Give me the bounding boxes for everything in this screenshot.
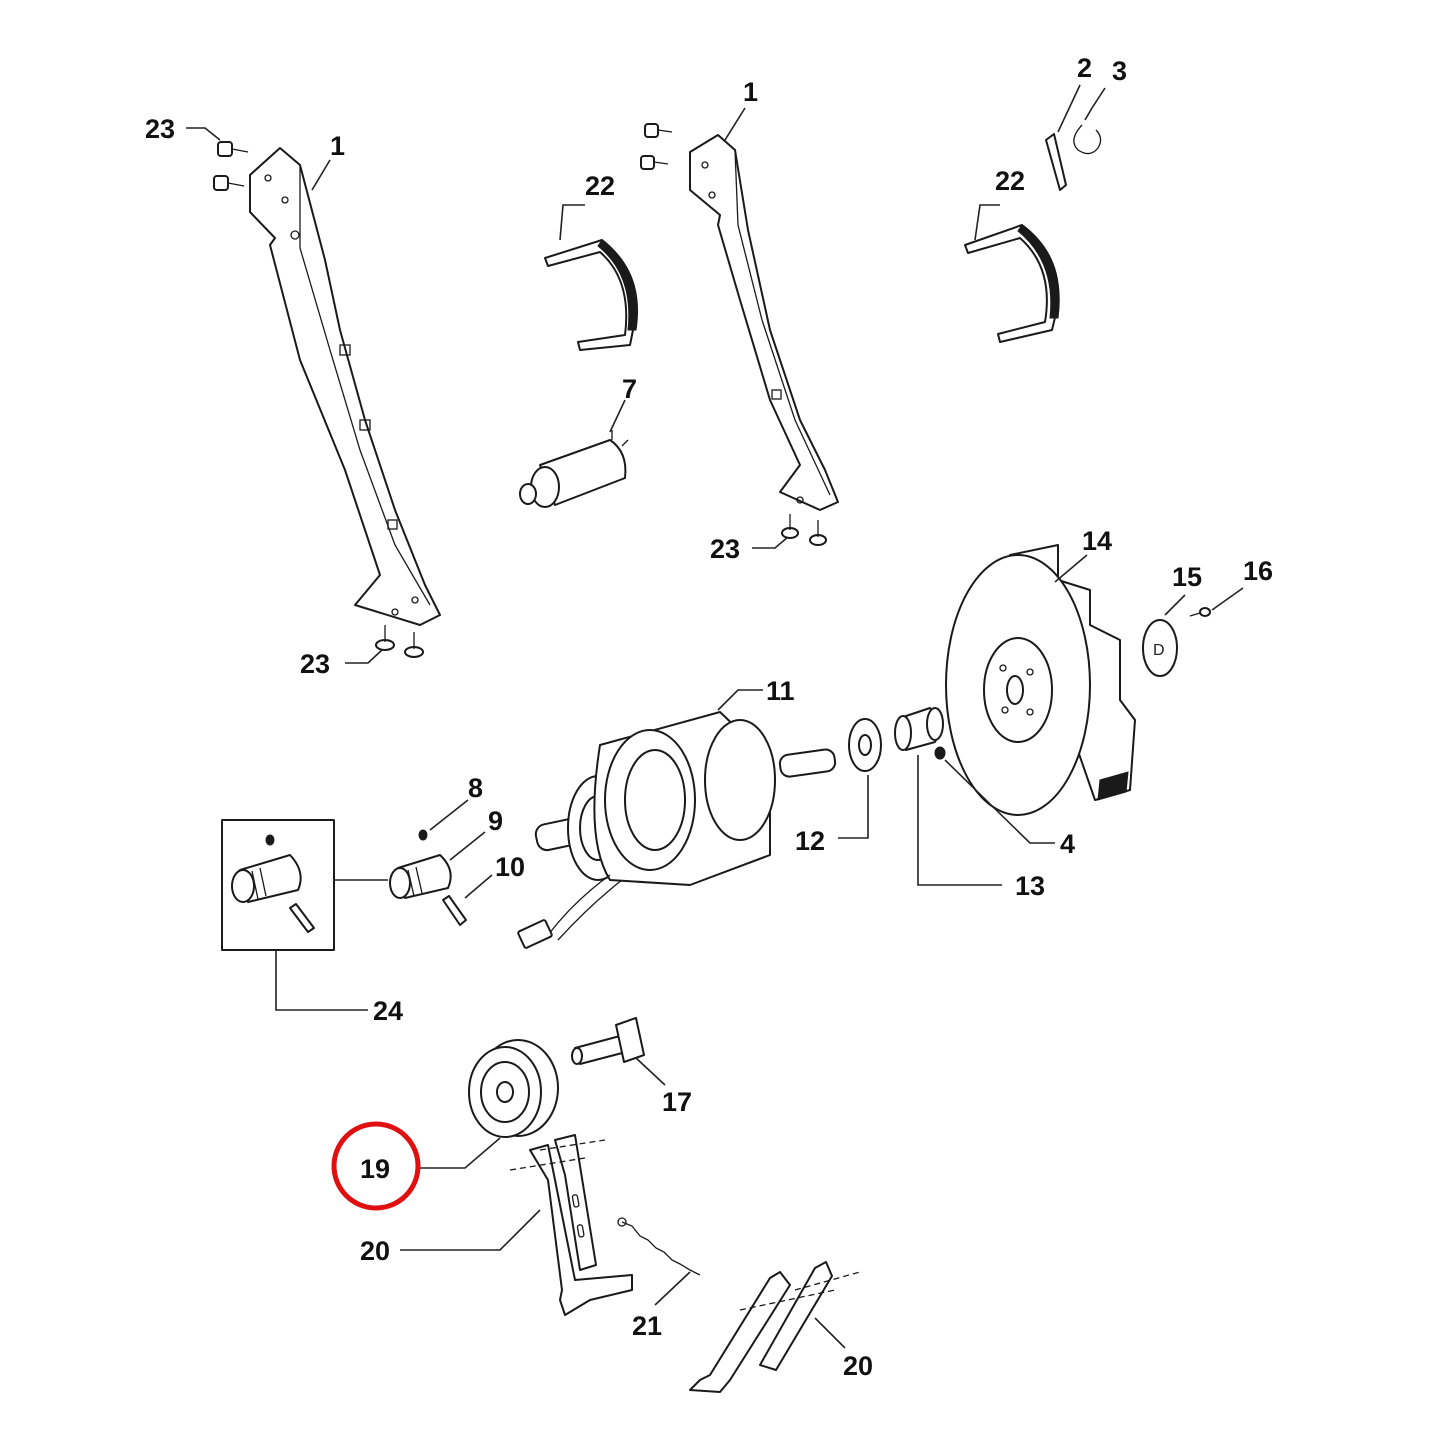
svg-text:D: D [1153, 642, 1165, 659]
label-23-bottom-left: 23 [300, 649, 330, 679]
label-8: 8 [468, 773, 483, 803]
bushing-13 [894, 707, 944, 751]
label-4: 4 [1060, 829, 1075, 859]
pin-10 [442, 895, 467, 926]
label-15: 15 [1172, 562, 1202, 592]
clip-22-left [544, 239, 639, 351]
part-labels: 23 1 23 22 7 1 23 2 3 22 14 15 16 11 12 … [145, 53, 1273, 1381]
bolt-17 [571, 1017, 645, 1065]
label-1-middle: 1 [743, 77, 758, 107]
label-21: 21 [632, 1311, 662, 1341]
label-22-right: 22 [995, 166, 1025, 196]
label-24: 24 [373, 996, 403, 1026]
sleeve-9 [389, 854, 452, 899]
screw-23-bottom-left [375, 625, 424, 658]
label-20-lower: 20 [843, 1351, 873, 1381]
capacitor-7 [519, 430, 629, 508]
key-8 [418, 829, 428, 841]
pin-2 [1045, 133, 1067, 191]
arm-20-upper [509, 1134, 633, 1316]
label-17: 17 [662, 1087, 692, 1117]
screw-23-middle-bottom [781, 514, 827, 546]
spring-21 [617, 1217, 701, 1276]
fan-14 [945, 544, 1136, 816]
bracket-left [249, 147, 441, 626]
screw-23-middle-top [640, 123, 673, 170]
bracket-middle [689, 134, 839, 511]
nut-4 [934, 746, 946, 760]
washer-12 [848, 718, 882, 772]
screw-16 [1189, 607, 1211, 617]
clip-22-right [964, 224, 1060, 343]
label-16: 16 [1243, 556, 1273, 586]
kit-24 [221, 819, 335, 951]
label-23-top-left: 23 [145, 114, 175, 144]
label-2: 2 [1077, 53, 1092, 83]
motor-11 [517, 711, 837, 949]
label-22-left: 22 [585, 171, 615, 201]
leader-lines [186, 84, 1244, 1349]
label-23-middle: 23 [710, 534, 740, 564]
label-7: 7 [622, 374, 637, 404]
label-3: 3 [1112, 56, 1127, 86]
label-9: 9 [488, 806, 503, 836]
label-1-left: 1 [330, 131, 345, 161]
screw-23-top-left [213, 141, 249, 191]
arm-20-lower [689, 1261, 861, 1393]
spring-clip-3 [1073, 124, 1102, 155]
label-12: 12 [795, 826, 825, 856]
label-14: 14 [1082, 526, 1112, 556]
label-20-upper: 20 [360, 1236, 390, 1266]
label-11: 11 [766, 676, 795, 706]
label-19: 19 [360, 1154, 390, 1184]
highlight-circle [331, 1121, 421, 1211]
label-13: 13 [1015, 871, 1045, 901]
plate-15: D [1142, 619, 1178, 677]
label-10: 10 [495, 852, 525, 882]
pulley-19 [468, 1039, 559, 1138]
